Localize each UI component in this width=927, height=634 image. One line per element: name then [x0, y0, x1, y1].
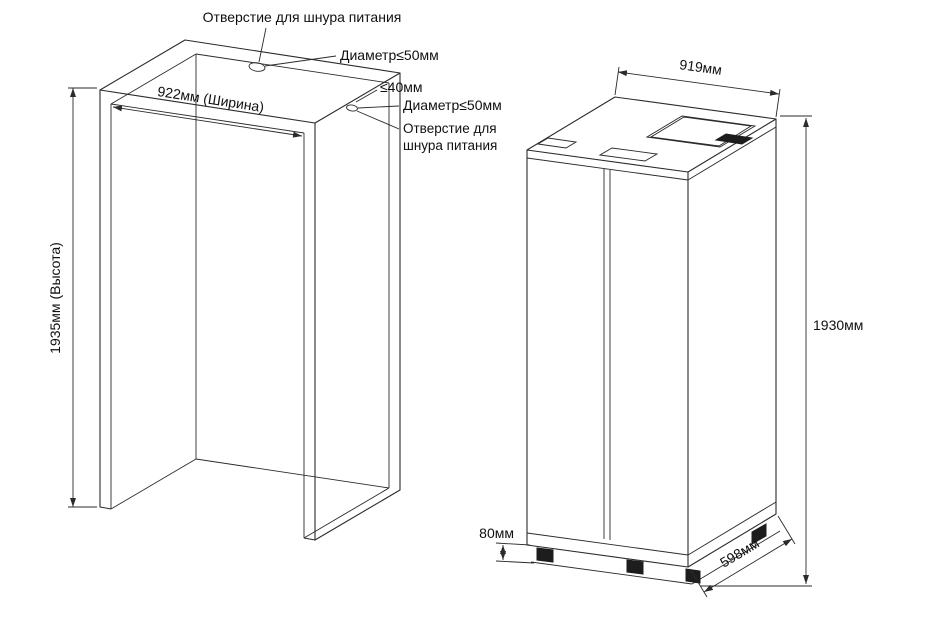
- fridge-lid-edge-front: [526, 157, 689, 181]
- fridge-base-extension-top: [495, 542, 531, 546]
- fridge-width-dimension-line: [617, 70, 780, 96]
- fridge-base-extension-bottom: [495, 560, 535, 564]
- fridge-front-face: [526, 149, 689, 568]
- label-cord-hole-side-2: шнура питания: [403, 138, 497, 153]
- label-niche-width: 922мм (Ширина): [156, 83, 265, 115]
- label-side-hole-diameter: Диаметр≤50мм: [403, 97, 502, 113]
- fridge-width-extension-right: [775, 88, 781, 118]
- fridge-depth-extension-back: [777, 515, 796, 545]
- label-fridge-width: 919мм: [678, 56, 722, 78]
- label-fridge-depth: 598мм: [717, 535, 762, 571]
- niche-right-wall: [303, 72, 401, 541]
- width-dimension-line: [112, 105, 303, 138]
- niche-back-wall: [195, 53, 390, 489]
- leader-hole-edge-offset: [355, 89, 378, 103]
- cord-hole-side: [346, 104, 358, 112]
- niche-dimensions: [68, 27, 400, 508]
- fridge-foot: [626, 559, 644, 575]
- leader-cord-hole-side: [356, 110, 400, 130]
- fridge-door-bottom: [526, 532, 689, 556]
- fridge-side-face: [687, 118, 777, 568]
- fridge-hinge-cap-center: [598, 147, 659, 162]
- label-niche-height: 1935мм (Высота): [47, 242, 63, 354]
- fridge-foot: [685, 568, 701, 584]
- niche-left-wall: [99, 53, 197, 510]
- cord-hole-top: [248, 62, 266, 72]
- leader-cord-hole-top: [258, 27, 267, 63]
- leader-top-hole-diameter: [264, 55, 337, 67]
- fridge-top-dark-panel: [714, 133, 754, 145]
- label-top-hole-diameter: Диаметр≤50мм: [340, 47, 439, 63]
- fridge-depth-dimension-line: [703, 538, 793, 593]
- leader-side-hole-diameter: [357, 105, 400, 109]
- labels: Отверстие для шнура питания Диаметр≤50мм…: [47, 9, 863, 571]
- fridge-line-art: [526, 96, 781, 585]
- fridge-top-details: [536, 115, 757, 162]
- label-cord-hole-side-1: Отверстие для: [403, 121, 497, 136]
- label-cord-hole-top: Отверстие для шнура питания: [203, 9, 402, 25]
- label-fridge-base-height: 80мм: [479, 525, 514, 541]
- fridge-foot: [536, 547, 554, 563]
- fridge-lid-edge-side: [687, 126, 777, 181]
- fridge-width-extension-left: [614, 66, 620, 96]
- fridge-doors: [526, 169, 777, 556]
- label-hole-edge-offset: ≤40мм: [380, 79, 423, 95]
- niche-top-underside-edge: [110, 103, 305, 134]
- label-fridge-height: 1930мм: [813, 317, 863, 333]
- fridge-top-recess-inner: [649, 116, 753, 147]
- fridge-base-side: [687, 501, 777, 556]
- niche-line-art: [99, 39, 401, 541]
- fridge-hinge-cap-left: [536, 137, 578, 149]
- fridge-top-recess: [645, 115, 757, 148]
- fridge-dimensions: [495, 66, 812, 598]
- fridge-depth-extension-front: [689, 568, 708, 598]
